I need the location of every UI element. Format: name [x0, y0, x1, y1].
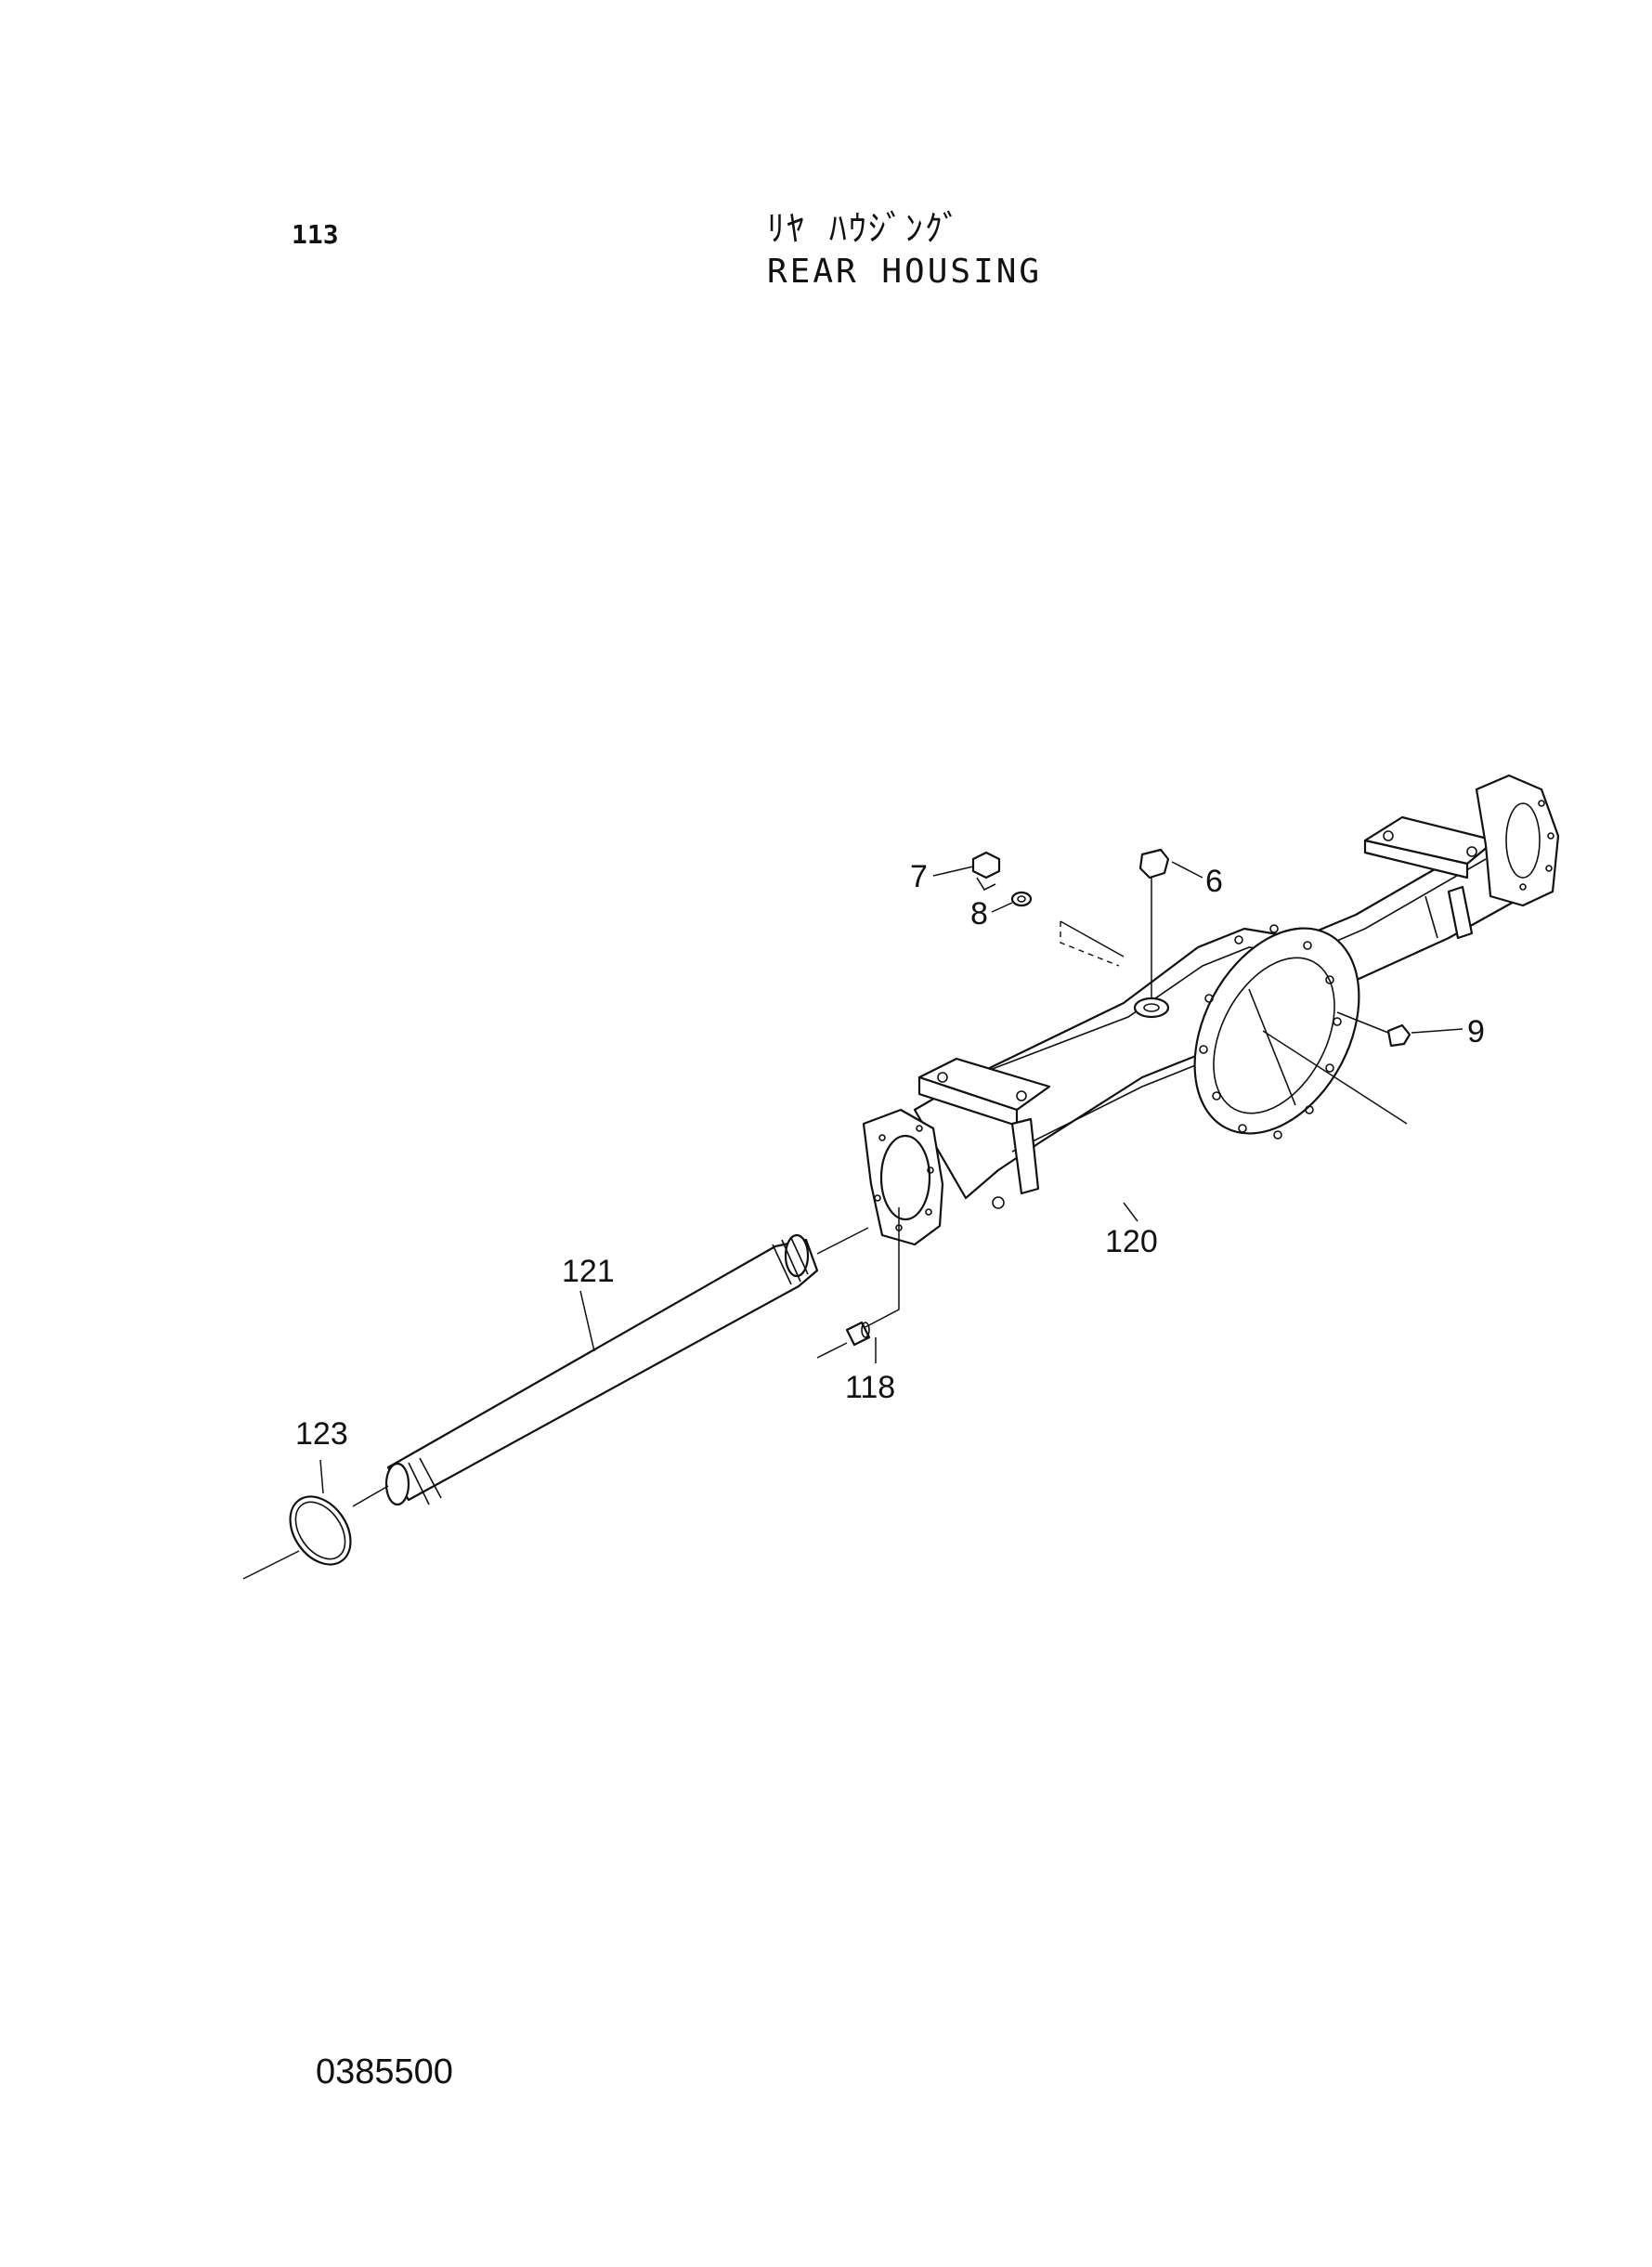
callout-9: 9	[1467, 1014, 1485, 1049]
plug-part-9[interactable]	[1386, 1023, 1411, 1048]
plug-leader-line	[1060, 920, 1125, 958]
plug-9-assembly-line	[1336, 1011, 1389, 1034]
shaft-axis-line-right	[816, 1227, 869, 1255]
callout-8: 8	[970, 896, 988, 932]
center-axis-line	[1262, 1030, 1408, 1125]
drawing-number: 0385500	[316, 2052, 453, 2091]
title-english: REAR HOUSING	[767, 253, 1043, 291]
callout-123: 123	[295, 1416, 348, 1452]
leader-121	[579, 1290, 595, 1352]
leader-8	[991, 902, 1013, 913]
o-ring-part-123[interactable]	[278, 1485, 363, 1576]
pin-118-assembly-line	[863, 1207, 900, 1329]
callout-120: 120	[1105, 1224, 1158, 1259]
callout-6: 6	[1205, 864, 1223, 899]
pin-part-118[interactable]	[845, 1321, 871, 1347]
o-ring-axis-line	[242, 1550, 300, 1580]
page-number: 113	[292, 219, 339, 250]
title-japanese: ﾘﾔ ﾊｳｼﾞﾝｸﾞ	[767, 208, 962, 249]
leader-6	[1171, 861, 1203, 879]
pin-118-axis-line	[816, 1342, 848, 1359]
leader-7	[932, 866, 974, 877]
rear-housing-part-120[interactable]	[862, 774, 1560, 1246]
shaft-axis-line-left	[352, 1485, 389, 1507]
callout-118: 118	[845, 1370, 895, 1405]
plug-part-6[interactable]	[1138, 848, 1170, 879]
leader-123	[319, 1459, 324, 1494]
leader-120	[1123, 1202, 1138, 1222]
callout-121: 121	[562, 1254, 615, 1289]
plug-part-7[interactable]	[971, 851, 1001, 892]
axle-shaft-part-121[interactable]	[384, 1233, 819, 1506]
plug-assembly-line	[1060, 921, 1120, 967]
callout-7: 7	[910, 859, 928, 894]
washer-part-8[interactable]	[1010, 891, 1033, 907]
leader-9	[1411, 1028, 1463, 1034]
